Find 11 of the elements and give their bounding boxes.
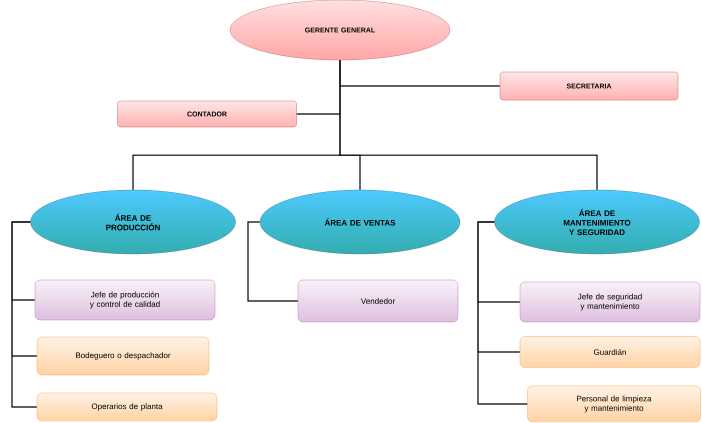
- position-box: Operarios de planta: [36, 392, 218, 422]
- connector-line: [477, 221, 528, 405]
- connector-line: [11, 221, 37, 408]
- position-box: Guardián: [520, 336, 700, 368]
- position-box: Jefe de seguridad y mantenimiento: [520, 282, 700, 322]
- position-box: Personal de limpieza y mantenimiento: [527, 386, 701, 422]
- connector-line: [247, 221, 298, 302]
- position-box: Vendedor: [298, 280, 458, 322]
- connector-line: [339, 60, 598, 190]
- position-box: Jefe de producción y control de calidad: [34, 280, 216, 320]
- position-box: Bodeguero o despachador: [36, 336, 210, 376]
